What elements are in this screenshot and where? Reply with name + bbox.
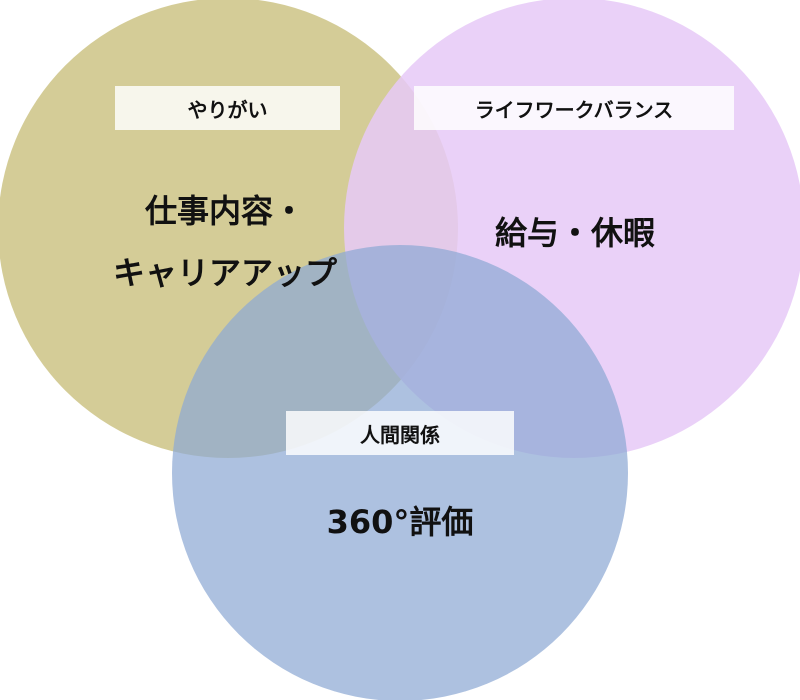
text-yarigai: 仕事内容・ キャリアアップ [60, 180, 390, 304]
text-work-life-balance: 給与・休暇 [470, 208, 680, 258]
text-ningen-line-1: 360°評価 [326, 503, 474, 541]
label-relationships: 人間関係 [286, 411, 514, 455]
text-wlb-line-1: 給与・休暇 [494, 214, 655, 252]
circle-relationships [172, 245, 628, 700]
text-yarigai-line-1: 仕事内容・ [144, 192, 305, 230]
text-yarigai-line-2: キャリアアップ [112, 254, 337, 292]
text-relationships: 360°評価 [300, 497, 500, 547]
label-work-life-balance: ライフワークバランス [414, 86, 734, 130]
label-yarigai: やりがい [115, 86, 340, 130]
